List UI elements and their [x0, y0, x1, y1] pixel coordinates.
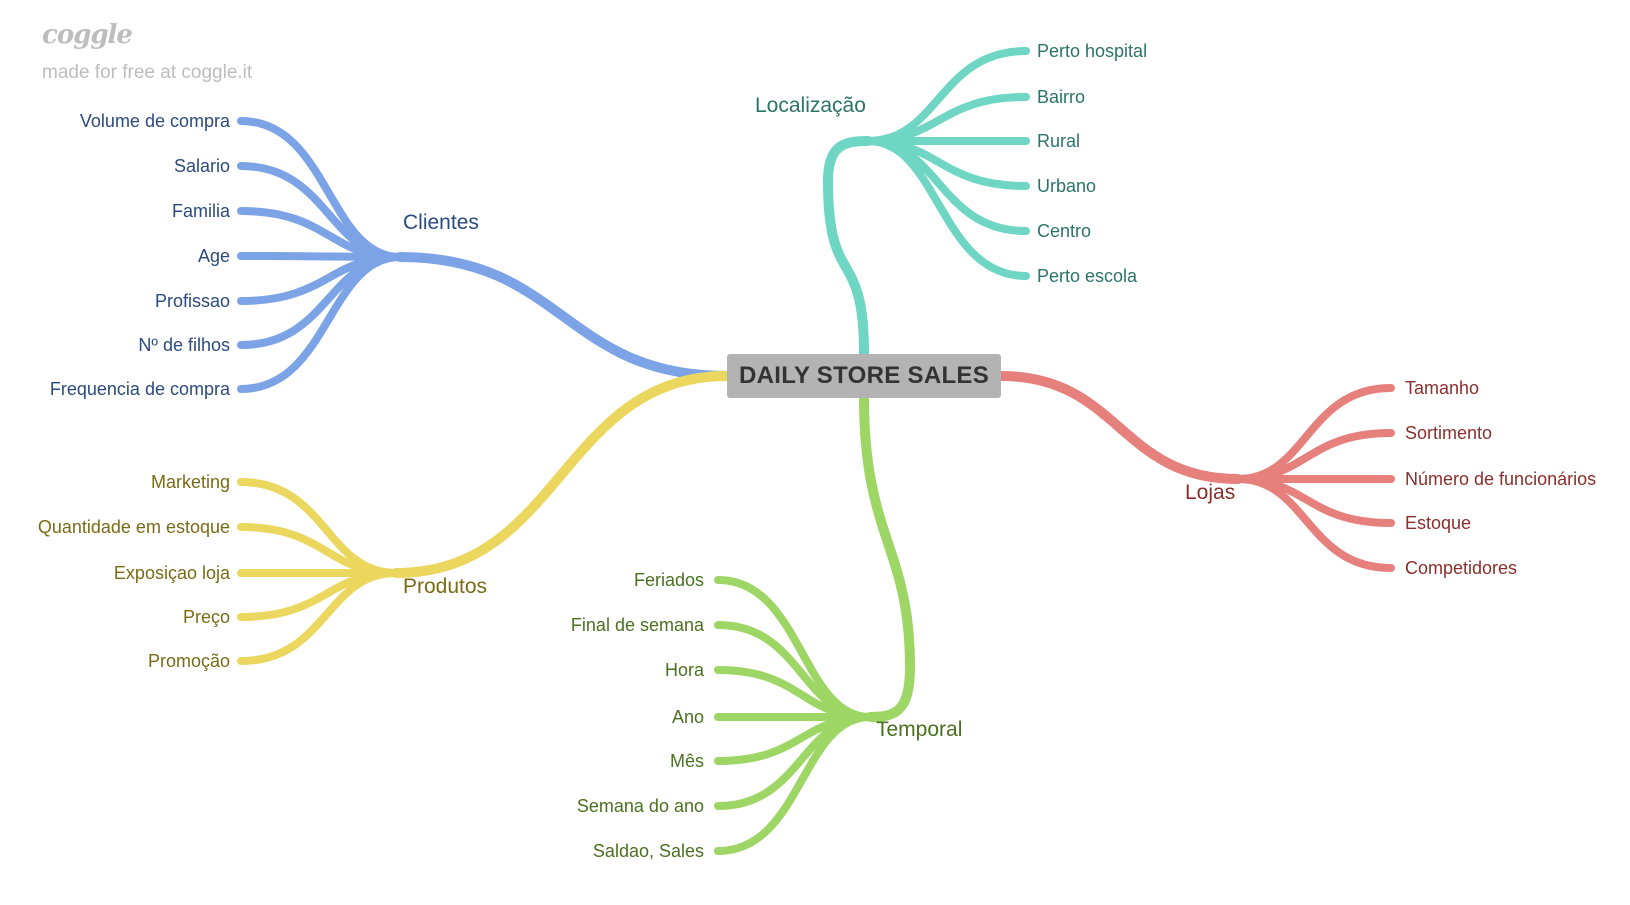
leaf-localizacao-2[interactable]: Rural	[1037, 131, 1081, 151]
leaf-clientes-6[interactable]: Frequencia de compra	[49, 379, 230, 399]
branch-clientes-leaf-line	[237, 253, 404, 393]
coggle-tagline[interactable]: made for free at coggle.it	[42, 62, 253, 83]
branch-localizacao-leaf-line	[864, 137, 1030, 280]
branch-temporal-leaf-line	[714, 576, 874, 721]
branch-label-lojas[interactable]: Lojas	[1185, 481, 1236, 504]
leaf-clientes-1[interactable]: Salario	[173, 156, 230, 176]
leaf-temporal-1[interactable]: Final de semana	[570, 615, 704, 635]
leaf-clientes-0[interactable]: Volume de compra	[79, 111, 230, 131]
leaf-produtos-0[interactable]: Marketing	[150, 472, 230, 492]
branch-label-temporal[interactable]: Temporal	[876, 718, 963, 741]
branch-temporal-leaf-line	[714, 713, 874, 855]
leaf-temporal-5[interactable]: Semana do ano	[576, 796, 704, 816]
branch-localizacao-trunk	[822, 136, 873, 359]
coggle-logo[interactable]: coggle	[42, 20, 133, 50]
leaf-clientes-2[interactable]: Familia	[171, 201, 230, 221]
branch-produtos-trunk	[391, 371, 732, 578]
branch-produtos-leaf-line	[237, 569, 400, 665]
leaf-temporal-0[interactable]: Feriados	[633, 570, 704, 590]
leaf-produtos-3[interactable]: Preço	[182, 607, 230, 627]
leaf-localizacao-0[interactable]: Perto hospital	[1037, 41, 1148, 61]
leaf-produtos-4[interactable]: Promoção	[147, 651, 230, 671]
branch-lojas-trunk	[996, 371, 1243, 484]
leaf-localizacao-4[interactable]: Centro	[1037, 221, 1092, 241]
leaf-localizacao-1[interactable]: Bairro	[1037, 87, 1086, 107]
leaf-lojas-4[interactable]: Competidores	[1405, 558, 1518, 578]
leaf-temporal-6[interactable]: Saldao, Sales	[592, 841, 704, 861]
leaf-lojas-3[interactable]: Estoque	[1405, 513, 1472, 533]
leaf-lojas-0[interactable]: Tamanho	[1405, 378, 1480, 398]
leaf-lojas-1[interactable]: Sortimento	[1405, 423, 1493, 443]
branch-temporal-trunk	[859, 393, 916, 722]
root-node[interactable]: DAILY STORE SALES	[727, 354, 1001, 398]
leaf-localizacao-3[interactable]: Urbano	[1037, 176, 1097, 196]
leaf-lojas-2[interactable]: Número de funcionários	[1405, 469, 1597, 489]
branch-label-clientes[interactable]: Clientes	[403, 211, 479, 234]
leaf-temporal-2[interactable]: Hora	[664, 660, 704, 680]
leaf-clientes-4[interactable]: Profissao	[154, 291, 230, 311]
leaf-temporal-3[interactable]: Ano	[671, 707, 704, 727]
leaf-temporal-4[interactable]: Mês	[669, 751, 704, 771]
leaf-localizacao-5[interactable]: Perto escola	[1037, 266, 1138, 286]
leaf-produtos-2[interactable]: Exposiçao loja	[113, 563, 230, 583]
branch-label-produtos[interactable]: Produtos	[403, 575, 488, 598]
branch-lojas-leaf-line	[1234, 475, 1395, 572]
branch-clientes-trunk	[395, 252, 732, 381]
leaf-produtos-1[interactable]: Quantidade em estoque	[37, 517, 230, 537]
branch-label-localizacao[interactable]: Localização	[755, 94, 866, 117]
leaf-clientes-5[interactable]: Nº de filhos	[138, 335, 230, 355]
leaf-clientes-3[interactable]: Age	[197, 246, 230, 266]
branch-clientes-leaf-line	[237, 117, 404, 261]
